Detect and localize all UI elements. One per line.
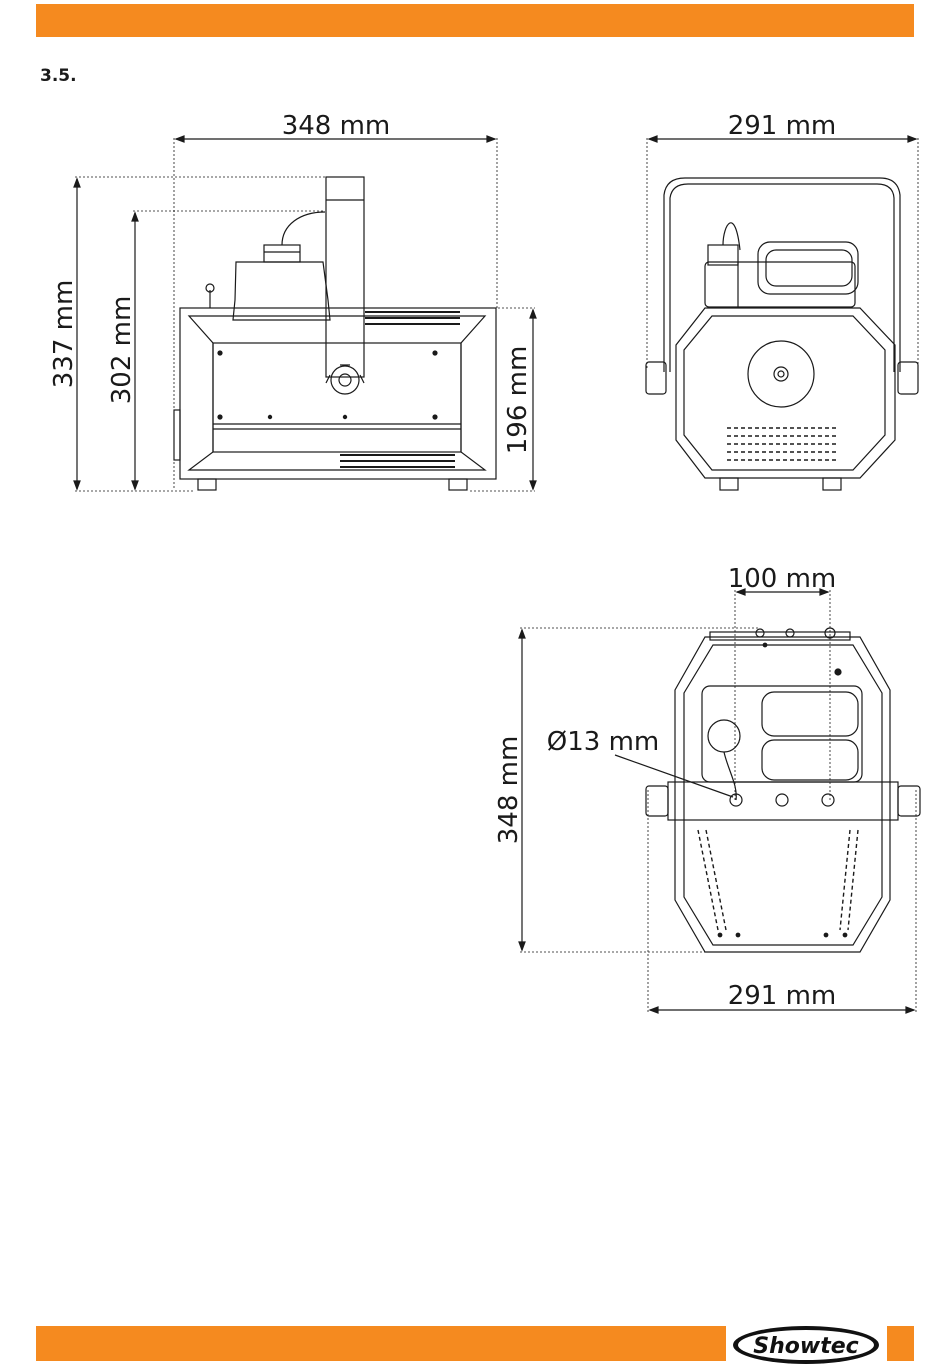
showtec-logo: Showtec (730, 1323, 882, 1367)
front-width-label: 291 mm (728, 111, 837, 141)
footer-bar-end (887, 1326, 914, 1361)
side-height-tank-label: 302 mm (107, 296, 137, 405)
hole-diameter-label: Ø13 mm (547, 727, 659, 757)
side-height-body-label: 196 mm (503, 346, 533, 455)
front-view (646, 136, 918, 490)
footer-bar (36, 1326, 726, 1361)
side-width-label: 348 mm (282, 111, 391, 141)
bottom-view (519, 589, 920, 1013)
bottom-depth-label: 348 mm (494, 736, 524, 845)
bottom-width-label: 291 mm (728, 981, 837, 1011)
brand-name: Showtec (753, 1334, 858, 1359)
hole-spacing-label: 100 mm (728, 564, 837, 594)
side-height-total-label: 337 mm (49, 280, 79, 389)
side-view (74, 136, 536, 491)
